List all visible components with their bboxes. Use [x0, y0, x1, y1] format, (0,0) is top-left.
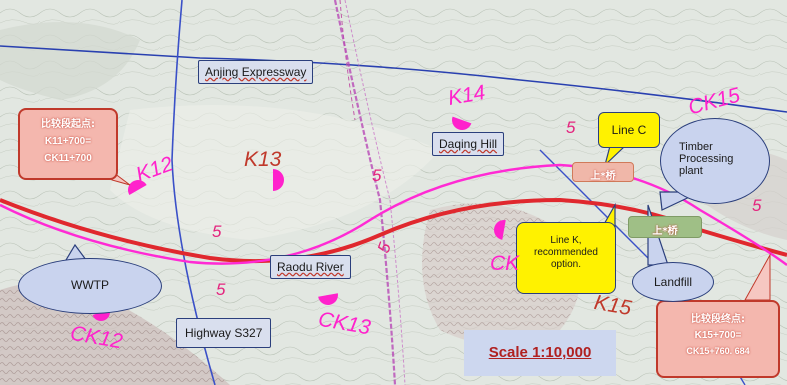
bridge-label-line-k: 上*桥 [628, 216, 702, 238]
start-box-ck: CK11+700 [44, 153, 92, 164]
scale-text: Scale 1:10,000 [488, 344, 592, 361]
wwtp-text: WWTP [71, 278, 109, 292]
contour-label: 5 [566, 118, 576, 137]
marker-ck14: CK [490, 252, 520, 275]
timber-plant-callout: Timber Processing plant [660, 118, 770, 204]
wwtp-callout: WWTP [18, 258, 162, 314]
bridge-label-line-c: 上*桥 [572, 162, 634, 182]
start-box-title: 比较段起点: [41, 119, 95, 130]
comparison-end-box: 比较段终点: K15+700= CK15+760. 684 [656, 300, 780, 378]
boundary-dashed [339, 0, 356, 121]
line-k-text: Line K, recommended option. [534, 235, 598, 270]
river-line [333, 0, 397, 385]
raodu-river-text: Raodu River [277, 260, 344, 274]
marker-ck13-symbol [318, 293, 338, 305]
marker-k13-symbol [273, 169, 284, 191]
comparison-start-box: 比较段起点: K11+700= CK11+700 [18, 108, 118, 180]
end-box-k: K15+700= [694, 330, 742, 341]
highway-s327-text: Highway S327 [185, 326, 263, 340]
marker-ck14-symbol [494, 220, 506, 240]
landfill-text: Landfill [653, 275, 693, 289]
highway-s327-label: Highway S327 [176, 318, 272, 348]
daqing-hill-label: Daqing Hill [432, 132, 505, 156]
line-c-route [0, 163, 787, 266]
contour-label: 5 [212, 222, 222, 241]
contour-label: 5 [752, 196, 762, 215]
timber-plant-text: Timber Processing plant [679, 141, 734, 177]
line-c-callout: Line C [598, 112, 660, 148]
line-k-callout: Line K, recommended option. [516, 222, 616, 294]
bridge-label-line-k-text: 上*桥 [652, 226, 678, 237]
highway-s327-road [171, 0, 216, 385]
line-c-text: Line C [611, 123, 647, 137]
contour-label: 5 [372, 166, 382, 185]
raodu-river-label: Raodu River [270, 255, 351, 279]
end-box-title: 比较段终点: [691, 314, 745, 325]
anjing-expressway-text: Anjing Expressway [205, 65, 307, 79]
landfill-callout: Landfill [632, 262, 714, 302]
hill-terrain-nw [0, 22, 140, 100]
bridge-label-line-c-text: 上*桥 [590, 171, 616, 182]
anjing-expressway-label: Anjing Expressway [198, 60, 314, 84]
contour-label: 5 [216, 280, 226, 299]
marker-k13: K13 [244, 148, 282, 171]
marker-k14-symbol [452, 116, 472, 130]
end-box-ck: CK15+760. 684 [686, 346, 750, 356]
marker-k12-symbol [128, 180, 147, 195]
start-box-k: K11+700= [44, 136, 92, 147]
scale-box: Scale 1:10,000 [464, 330, 616, 376]
daqing-hill-text: Daqing Hill [439, 137, 498, 151]
